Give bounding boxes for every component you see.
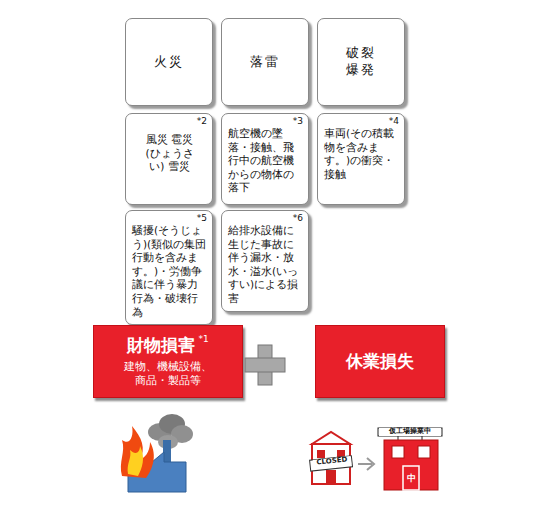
peril-box: *4車両(その積載物を含みます。)の衝突・接触 (317, 113, 405, 205)
loss-box: 休業損失 (315, 325, 445, 398)
factory-fire (121, 414, 193, 492)
peril-box: *3航空機の墜落・接触、飛行中の航空機からの物体の落下 (221, 113, 309, 205)
peril-text: 車両(その積載物を含みます。)の衝突・接触 (324, 127, 399, 182)
note-number: *3 (228, 117, 303, 127)
peril-box: 落雷 (221, 18, 309, 106)
note-number: *4 (324, 117, 399, 127)
heading-row: 財物損害*1 (127, 334, 208, 356)
note-number: *6 (228, 214, 303, 224)
loss-heading: 休業損失 (346, 350, 414, 373)
loss-detail: 建物、機械設備、商品・製品等 (123, 359, 212, 387)
peril-box: 破裂 爆発 (317, 18, 405, 106)
move-arrow (358, 458, 374, 470)
peril-text: 風災 雹災(ひょうさい) 雪災 (145, 133, 193, 174)
peril-box: *6給排水設備に生じた事故に伴う漏水・放水・溢水(いっすい)による損害 (221, 210, 309, 312)
temporary-sign: 仮工場操業中 (379, 428, 441, 436)
temporary-factory (378, 428, 442, 490)
peril-title: 落雷 (248, 54, 282, 71)
plus-sign (245, 345, 285, 385)
peril-box: 火災 (125, 18, 213, 106)
peril-title: 破裂 爆発 (344, 45, 378, 79)
peril-text: 給排水設備に生じた事故に伴う漏水・放水・溢水(いっすい)による損害 (228, 224, 303, 306)
peril-text: 航空機の墜落・接触、飛行中の航空機からの物体の落下 (228, 127, 303, 195)
loss-box: 財物損害*1 建物、機械設備、商品・製品等 (93, 325, 243, 398)
peril-title: 火災 (152, 54, 186, 71)
closed-building (310, 432, 353, 484)
peril-box: *5騒擾(そうじょう)(類似の集団行動を含みます。)・労働争議に伴う暴力行為・破… (125, 210, 213, 325)
peril-box: *2 風災 雹災(ひょうさい) 雪災 (125, 113, 213, 205)
note-number: *5 (132, 214, 207, 224)
peril-text: 騒擾(そうじょう)(類似の集団行動を含みます。)・労働争議に伴う暴力行為・破壊行… (132, 224, 207, 319)
loss-heading: 財物損害 (127, 334, 195, 356)
note-number: *2 (132, 117, 207, 127)
door-mark: 中 (404, 474, 418, 484)
note-number: *1 (198, 334, 208, 344)
